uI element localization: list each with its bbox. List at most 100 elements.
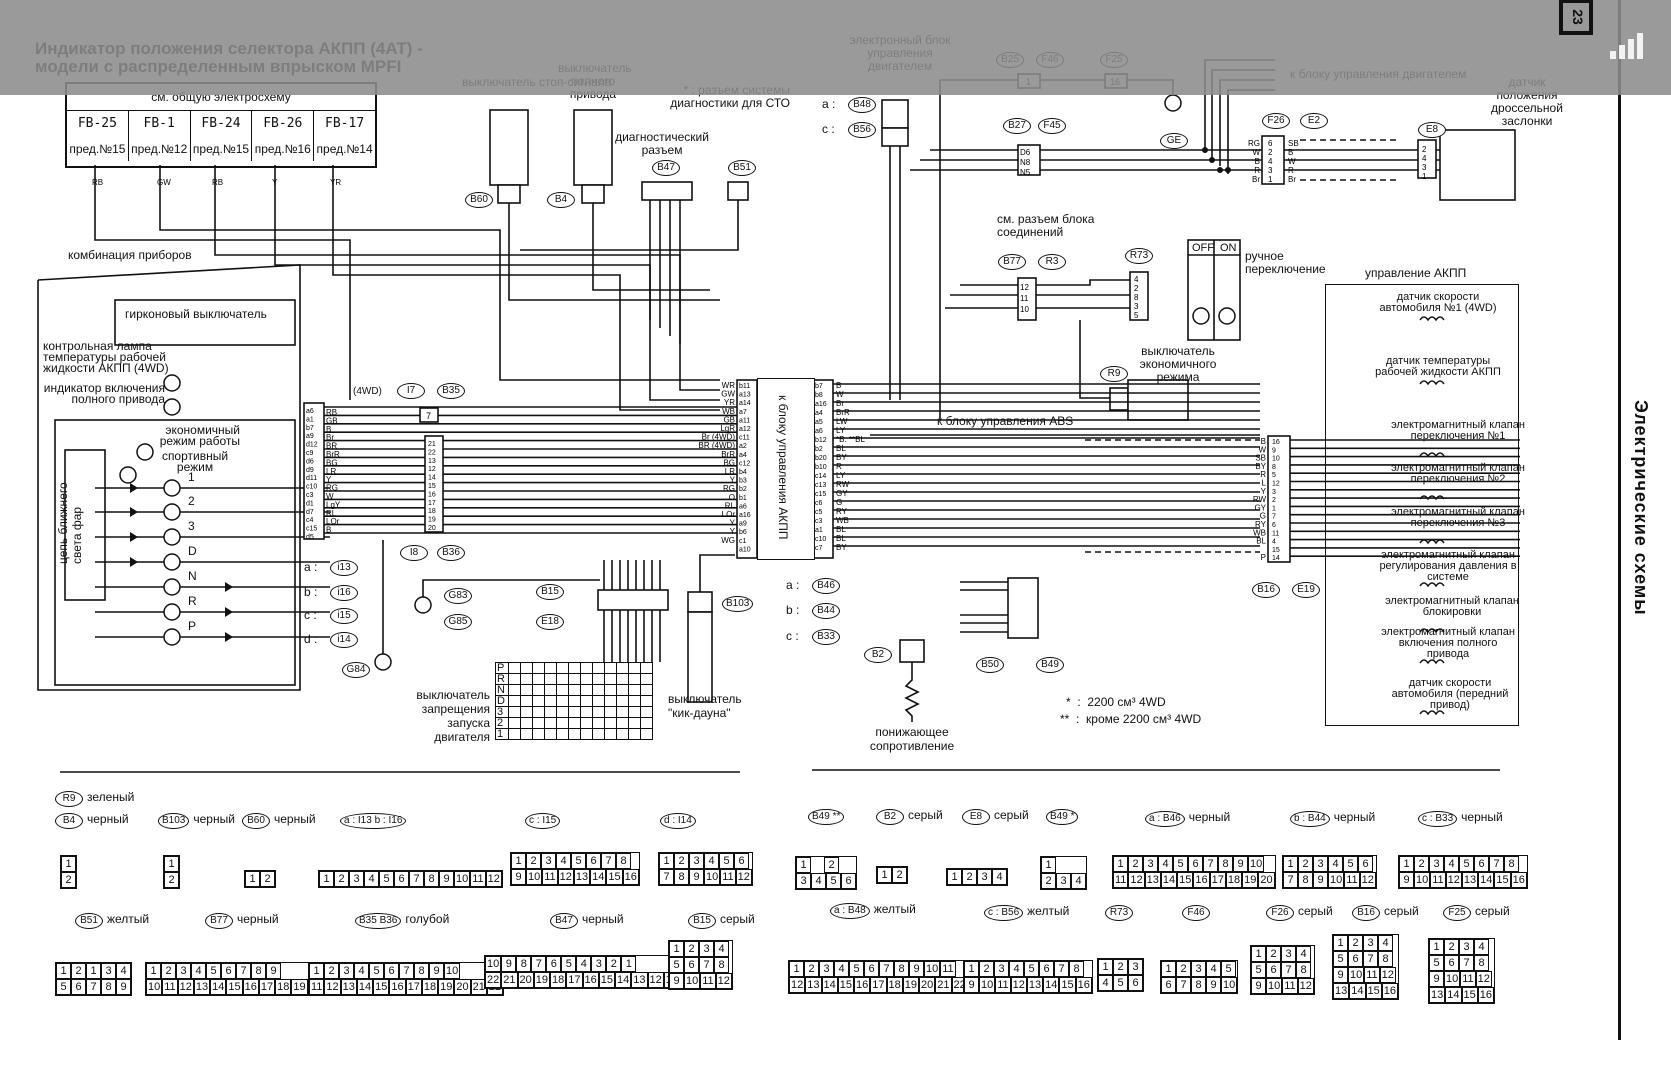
connector-tag-b27[interactable]: B27 bbox=[1003, 118, 1031, 134]
pin-number: 2 bbox=[824, 857, 839, 873]
b16-connector bbox=[1267, 435, 1291, 563]
pin-number: 3 bbox=[1191, 961, 1206, 977]
prefix-label: b : bbox=[304, 585, 318, 599]
connector-tag-b103[interactable]: B103 bbox=[722, 596, 754, 612]
wire-color-label: BG bbox=[326, 458, 338, 467]
connector-tag-e2[interactable]: E2 bbox=[1300, 113, 1328, 129]
inhibitor-cell bbox=[508, 706, 521, 718]
inhibitor-cell bbox=[520, 673, 533, 685]
legend-color-label: черный bbox=[237, 912, 279, 926]
pin-number: 16 bbox=[1075, 977, 1092, 993]
inhibitor-cell bbox=[556, 717, 569, 729]
connector-tag-e18[interactable]: E18 bbox=[536, 614, 564, 630]
inhibitor-cell bbox=[640, 695, 653, 707]
connector-tag-i13[interactable]: i13 bbox=[330, 560, 358, 576]
pin-number: 18 bbox=[550, 972, 567, 988]
connector-tag-i15[interactable]: i15 bbox=[330, 608, 358, 624]
connector-tag-g84[interactable]: G84 bbox=[342, 662, 370, 678]
pin-number: 11 bbox=[995, 977, 1011, 993]
connector-tag-b49[interactable]: B49 bbox=[1036, 657, 1064, 673]
pin-number: 2 bbox=[1176, 961, 1191, 977]
connector-tag-r73[interactable]: R73 bbox=[1125, 248, 1153, 264]
pin-number: 16 bbox=[854, 977, 871, 993]
connector-tag-e19[interactable]: E19 bbox=[1292, 582, 1320, 598]
wire-color-label: BrR bbox=[836, 408, 850, 417]
pin-label: b2 bbox=[815, 446, 823, 453]
pin-number: 8 bbox=[1218, 856, 1233, 872]
pin-number: 17 bbox=[258, 979, 276, 995]
connector-tag-b2[interactable]: B2 bbox=[864, 647, 892, 663]
pin-label: a6 bbox=[815, 428, 823, 435]
gear-label-D: D bbox=[188, 544, 197, 558]
pin-label: 4 bbox=[1134, 275, 1139, 284]
pin-label: b10 bbox=[815, 464, 827, 471]
r9-connector bbox=[1109, 387, 1129, 411]
connector-tag-f46[interactable]: F46 bbox=[1036, 52, 1064, 68]
pin-number: 8 bbox=[101, 979, 116, 995]
connector-tag-i16[interactable]: i16 bbox=[330, 585, 358, 601]
b2-connector bbox=[899, 639, 925, 663]
inhibitor-cell bbox=[604, 695, 617, 707]
connector-tag-b4[interactable]: B4 bbox=[547, 192, 575, 208]
pin-number: 5 bbox=[1429, 955, 1444, 971]
gear-lamp-icon bbox=[163, 479, 181, 497]
solenoid-coil-icon bbox=[1419, 628, 1445, 634]
pin-label: 4 bbox=[1422, 154, 1427, 163]
connector-tag-b46[interactable]: B46 bbox=[812, 578, 840, 594]
pin-number: 12 bbox=[715, 973, 732, 989]
connector-tag-b33[interactable]: B33 bbox=[812, 629, 840, 645]
connector-tag-i8[interactable]: I8 bbox=[400, 545, 428, 561]
connector-tag-b60[interactable]: B60 bbox=[465, 192, 493, 208]
connector-tag-g83[interactable]: G83 bbox=[444, 588, 472, 604]
pin-number: 6 bbox=[1128, 975, 1143, 991]
connector-tag-g85[interactable]: G85 bbox=[444, 614, 472, 630]
pin-label: 1 bbox=[1268, 175, 1273, 184]
inhibitor-cell bbox=[556, 706, 569, 718]
connector-tag-b47[interactable]: B47 bbox=[652, 160, 680, 176]
pin-number: 3 bbox=[1363, 935, 1378, 951]
pin-number: 8 bbox=[1191, 977, 1206, 993]
connector-tag-b36[interactable]: B36 bbox=[437, 545, 465, 561]
connector-tag-b56[interactable]: B56 bbox=[848, 122, 876, 138]
connector-tag-b44[interactable]: B44 bbox=[812, 603, 840, 619]
connector-tag-r3[interactable]: R3 bbox=[1038, 254, 1066, 270]
gear-lamp-icon bbox=[163, 628, 181, 646]
connector-tag-f25[interactable]: F25 bbox=[1100, 52, 1128, 68]
connector-tag-b25[interactable]: B25 bbox=[996, 52, 1024, 68]
connector-tag-b35[interactable]: B35 bbox=[437, 383, 465, 399]
pin-number: 5 bbox=[561, 956, 577, 972]
legend-item: a : I13 b : I16 bbox=[340, 812, 410, 829]
diode-icon bbox=[130, 507, 138, 517]
wire-color-label: SB bbox=[1288, 139, 1299, 148]
page-edge-line bbox=[1618, 0, 1621, 1040]
connector-tag-f45[interactable]: F45 bbox=[1038, 118, 1066, 134]
connector-tag-b51[interactable]: B51 bbox=[728, 160, 756, 176]
connector-tag-b48[interactable]: B48 bbox=[848, 97, 876, 113]
pin-number: 3 bbox=[994, 961, 1009, 977]
connector-tag-b77[interactable]: B77 bbox=[998, 254, 1026, 270]
connector-tag-b50[interactable]: B50 bbox=[976, 657, 1004, 673]
connector-tag-b16[interactable]: B16 bbox=[1252, 582, 1280, 598]
pin-label: 1 bbox=[1026, 77, 1031, 87]
legend-color-label: черный bbox=[274, 812, 316, 826]
pin-number: 7 bbox=[1459, 955, 1474, 971]
connector-tag-i7[interactable]: I7 bbox=[397, 383, 425, 399]
b51-connector bbox=[727, 181, 749, 201]
legend-color-label: черный bbox=[1461, 810, 1503, 824]
connector-tag-f26[interactable]: F26 bbox=[1262, 113, 1290, 129]
connector-tag-b15[interactable]: B15 bbox=[536, 584, 564, 600]
diag-connector-label: диагностический разъем bbox=[615, 130, 709, 157]
connector-tag-ge[interactable]: GE bbox=[1160, 133, 1188, 149]
connector-tag-e8[interactable]: E8 bbox=[1418, 122, 1446, 138]
connector-tag-i14[interactable]: i14 bbox=[330, 632, 358, 648]
pin-number: 2 bbox=[674, 853, 689, 869]
connector-tag-r9[interactable]: R9 bbox=[1100, 366, 1128, 382]
pin-label: 10 bbox=[1272, 456, 1280, 463]
pin-number: 9 bbox=[669, 973, 684, 989]
wire-color-label: W bbox=[1252, 148, 1260, 157]
